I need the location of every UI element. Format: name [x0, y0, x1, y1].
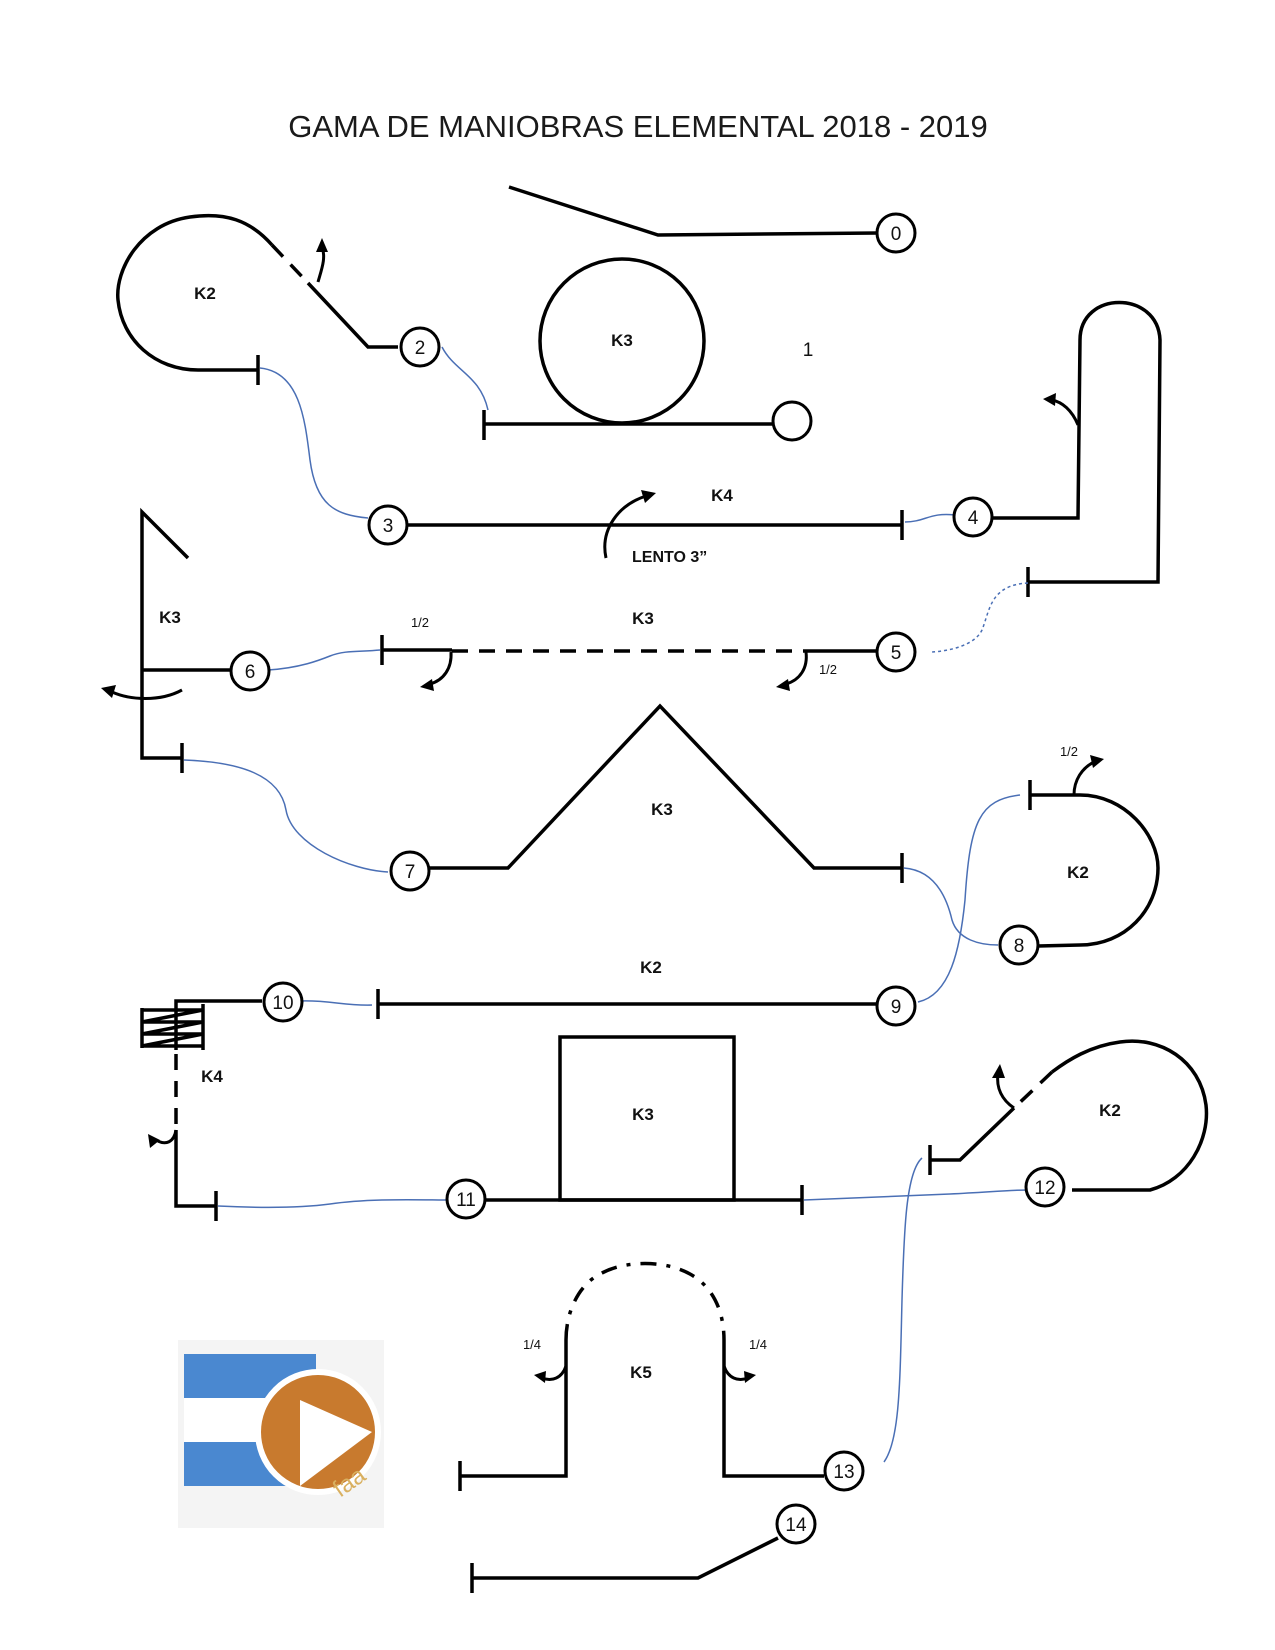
label-square-k3: K3 — [632, 1105, 654, 1124]
label-loop8-k2: K2 — [1067, 863, 1089, 882]
label-half-right: 1/2 — [819, 662, 837, 677]
svg-text:10: 10 — [272, 993, 293, 1014]
label-line-k4: K4 — [711, 486, 733, 505]
label-spin-k4: K4 — [201, 1067, 223, 1086]
svg-text:4: 4 — [968, 508, 979, 529]
maneuver-11-square: K3 — [466, 1035, 804, 1215]
node-3: 3 — [367, 504, 409, 546]
maneuver-14-exit — [470, 1536, 779, 1593]
maneuver-8-half-loop: 1/2 K2 — [1028, 744, 1160, 948]
label-line9-k2: K2 — [640, 958, 662, 977]
svg-text:1: 1 — [803, 340, 814, 361]
play-icon — [300, 1400, 372, 1486]
maneuver-2-loop: K2 — [116, 213, 398, 385]
node-7: 7 — [389, 850, 431, 892]
node-12: 12 — [1024, 1166, 1066, 1208]
faa-logo: faa — [178, 1340, 384, 1528]
node-2: 2 — [399, 326, 441, 368]
node-5: 5 — [875, 631, 917, 673]
connectors — [183, 346, 1029, 1463]
svg-text:8: 8 — [1014, 936, 1025, 957]
svg-text:2: 2 — [415, 338, 426, 359]
node-14: 14 — [775, 1503, 817, 1545]
svg-text:14: 14 — [785, 1515, 807, 1536]
node-6: 6 — [229, 650, 271, 692]
label-line5-k3: K3 — [632, 609, 654, 628]
svg-text:0: 0 — [891, 224, 902, 245]
svg-text:5: 5 — [891, 643, 902, 664]
maneuver-1-circle: K3 — [482, 257, 772, 440]
node-1: 1 — [771, 340, 814, 442]
label-vertical-k3: K3 — [159, 608, 181, 627]
maneuver-10-spin: K4 — [140, 999, 262, 1221]
label-quarter-right: 1/4 — [749, 1337, 767, 1352]
maneuver-5-half-rolls: K3 1/2 1/2 — [380, 609, 878, 691]
maneuver-12-loop: K2 — [928, 1039, 1209, 1192]
node-9: 9 — [875, 985, 917, 1027]
label-triangle-k3: K3 — [651, 800, 673, 819]
label-loop12-k2: K2 — [1099, 1101, 1121, 1120]
maneuver-0-entry — [508, 185, 879, 237]
label-loop-k2: K2 — [194, 284, 216, 303]
node-4: 4 — [952, 496, 994, 538]
label-half-left: 1/2 — [411, 615, 429, 630]
node-10: 10 — [262, 981, 304, 1023]
node-11: 11 — [445, 1178, 487, 1220]
maneuver-7-triangle: K3 — [424, 703, 904, 883]
svg-text:6: 6 — [245, 662, 256, 683]
node-8: 8 — [998, 924, 1040, 966]
label-circle-k3: K3 — [611, 331, 633, 350]
svg-text:13: 13 — [833, 1462, 854, 1483]
maneuver-9-line: K2 — [376, 958, 878, 1019]
maneuver-13-arch: 1/4 1/4 K5 — [458, 1261, 824, 1491]
maneuver-3-slow-line: K4 LENTO 3” — [404, 486, 904, 566]
label-arch-k5: K5 — [630, 1363, 652, 1382]
maneuver-4-tower — [993, 300, 1162, 597]
svg-text:7: 7 — [405, 862, 416, 883]
svg-text:9: 9 — [891, 997, 902, 1018]
node-0: 0 — [875, 212, 917, 254]
label-quarter-left: 1/4 — [523, 1337, 541, 1352]
label-slow-3s: LENTO 3” — [632, 549, 707, 566]
maneuver-6-vertical: K3 — [101, 507, 232, 773]
page-title: GAMA DE MANIOBRAS ELEMENTAL 2018 - 2019 — [288, 109, 987, 144]
svg-text:3: 3 — [383, 516, 394, 537]
node-13: 13 — [823, 1450, 865, 1492]
svg-text:12: 12 — [1034, 1178, 1055, 1199]
label-half-8: 1/2 — [1060, 744, 1078, 759]
svg-text:11: 11 — [456, 1190, 476, 1211]
